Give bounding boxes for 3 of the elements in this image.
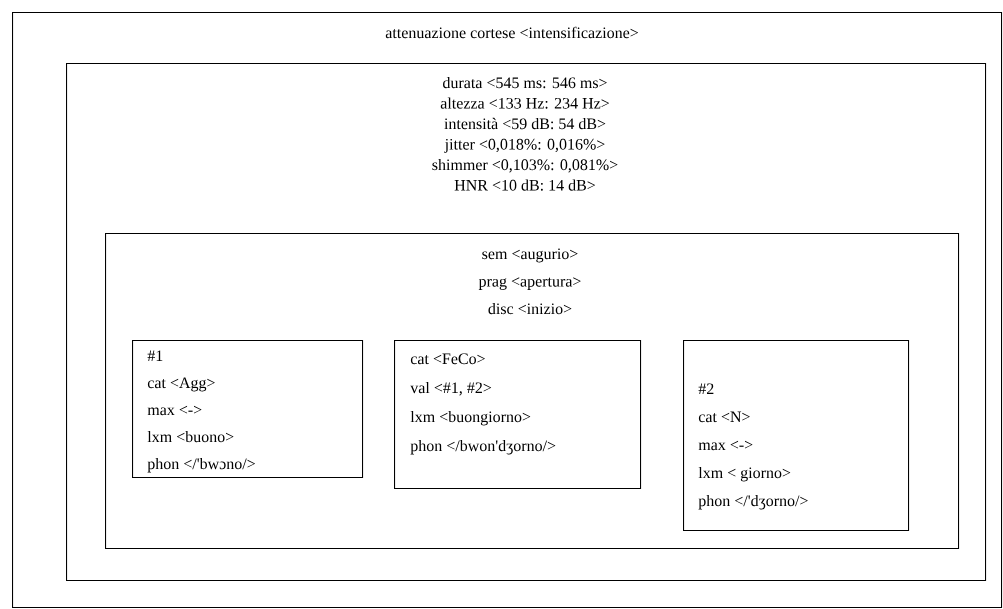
feature-box: cat <FeCo> val <#1, #2> lxm <buongiorno> phon </bwon'dʒorno/> [394, 340, 642, 490]
feature-box: #2 cat <N> max <-> lxm < giorno> phon </'dʒorno/> [683, 340, 910, 532]
feature-box: #1 cat <Agg> max <-> lxm <buono> phon </'bwɔno/> [132, 340, 364, 479]
